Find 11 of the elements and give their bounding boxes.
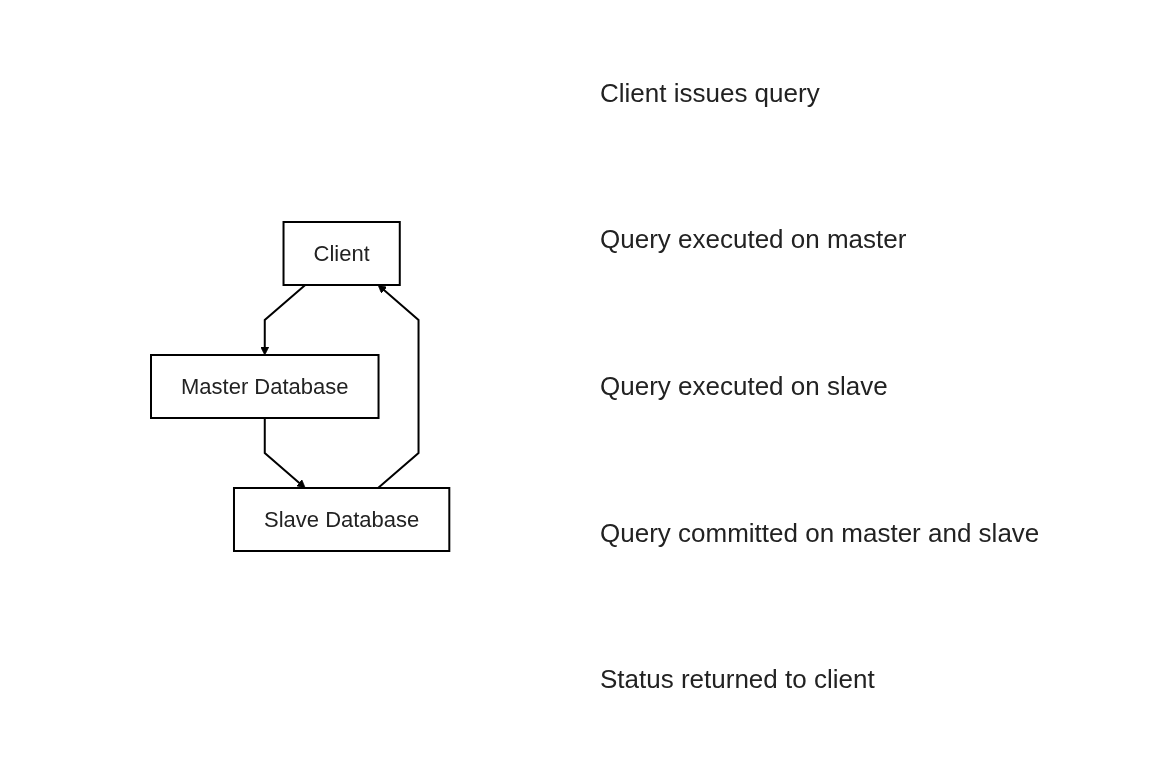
node-box: Client [282, 221, 401, 286]
step-note: Status returned to client [600, 664, 876, 696]
step-note: Query executed on master [600, 224, 908, 256]
node-box: Slave Database [232, 487, 451, 552]
node-box: Master Database [149, 354, 380, 419]
step-note: Query committed on master and slave [600, 517, 1041, 549]
step-note: Client issues query [600, 77, 821, 109]
step-note: Query executed on slave [600, 371, 889, 402]
arrow [263, 417, 306, 489]
arrow [260, 284, 307, 356]
arrow [376, 284, 420, 489]
